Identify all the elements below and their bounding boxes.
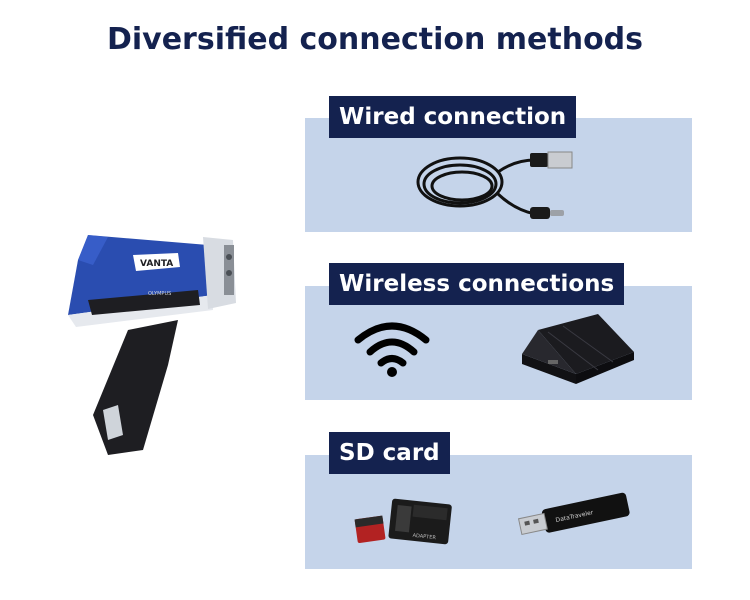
device-brand-text: VANTA (140, 259, 173, 269)
wired-connection-label: Wired connection (329, 96, 577, 138)
wifi-icon (354, 322, 430, 377)
wireless-connections-label: Wireless connections (329, 263, 625, 305)
usb-flash-drive-icon: DataTraveler (517, 492, 630, 536)
handheld-analyzer-image: VANTA OLYMPUS (68, 235, 236, 455)
adapter-text: ADAPTER (412, 533, 436, 541)
device-sub-text: OLYMPUS (148, 291, 171, 297)
usb-cable-icon (416, 151, 573, 219)
wireless-panel (305, 286, 692, 400)
wireless-router-icon (522, 314, 634, 384)
page-title: Diversified connection methods (106, 22, 644, 57)
microsd-card-icon: ADAPTER (354, 498, 452, 545)
sd-card-label: SD card (329, 432, 450, 474)
